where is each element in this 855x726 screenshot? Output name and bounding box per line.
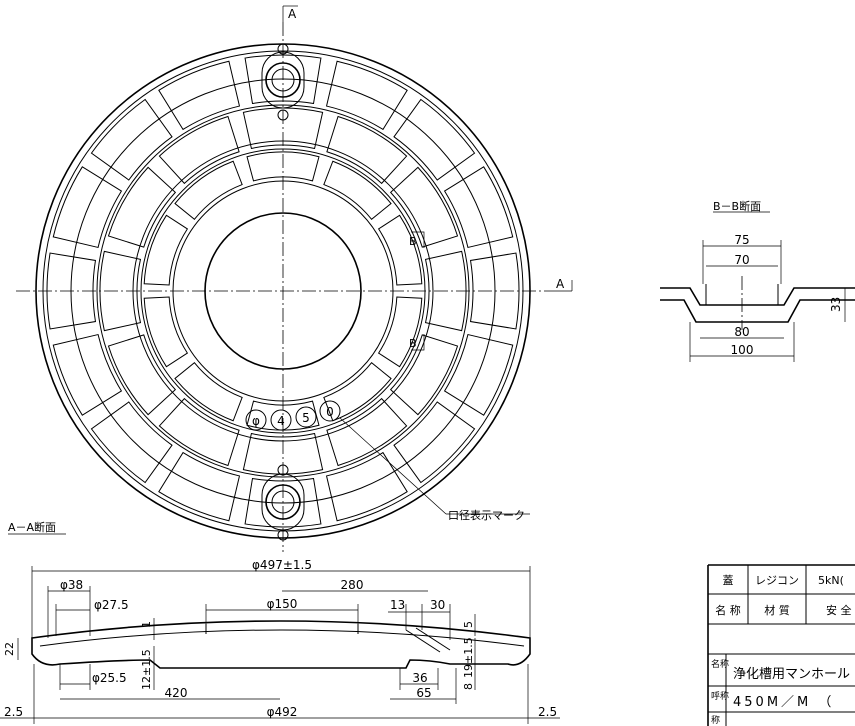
panel-segment	[52, 166, 123, 249]
section-aa-title: A－A断面	[8, 520, 56, 534]
svg-text:33: 33	[829, 297, 843, 312]
svg-text:2.5: 2.5	[538, 705, 557, 719]
panel-segment	[393, 98, 476, 181]
svg-text:蓋: 蓋	[723, 574, 734, 587]
panel-segment	[443, 333, 514, 416]
svg-text:12±1.5: 12±1.5	[140, 649, 153, 690]
svg-text:450M／M （: 450M／M （	[733, 695, 834, 710]
panel-segment	[158, 115, 240, 185]
lifting-hole-bottom	[261, 464, 305, 541]
svg-text:0: 0	[326, 405, 334, 419]
svg-text:100: 100	[731, 343, 754, 357]
svg-text:19±1.5: 19±1.5	[462, 637, 475, 678]
panel-segment	[244, 54, 322, 105]
panel-segment	[158, 60, 241, 131]
title-block: 蓋 レジコン 5kN( 名 称 材 質 安 全 名称 浄化槽用マンホール 呼称 …	[707, 564, 855, 726]
panel-segment	[174, 362, 243, 422]
panel-segment	[443, 166, 514, 249]
section-mark-top: A	[288, 7, 297, 21]
svg-text:φ27.5: φ27.5	[94, 598, 129, 612]
svg-text:280: 280	[341, 578, 364, 592]
svg-text:φ25.5: φ25.5	[92, 671, 127, 685]
svg-text:420: 420	[165, 686, 188, 700]
panel-segment	[377, 296, 423, 368]
svg-text:φ497±1.5: φ497±1.5	[252, 558, 312, 572]
panel-segment	[325, 451, 408, 522]
section-bb-title: B－B断面	[713, 199, 761, 213]
panel-segment	[246, 400, 320, 431]
panel-segment	[424, 250, 467, 332]
svg-text:65: 65	[416, 686, 431, 700]
panel-segment	[158, 451, 241, 522]
svg-text:5kN(: 5kN(	[818, 574, 844, 587]
panel-segment	[107, 334, 177, 416]
panel-segment	[323, 362, 392, 422]
panel-segment	[389, 334, 459, 416]
svg-text:称: 称	[711, 714, 720, 726]
panel-segment	[99, 250, 142, 332]
diameter-mark-label: 口径表示マーク	[448, 508, 525, 522]
section-bb: B－B断面 75 70 33 80 100	[660, 199, 855, 362]
panel-segment	[143, 296, 189, 368]
section-aa: A－A断面 φ497±1.5 280 φ38 φ27.5 φ150	[0, 520, 560, 724]
panel-segment	[246, 151, 320, 182]
panel-segment	[242, 107, 324, 150]
svg-text:30: 30	[430, 598, 445, 612]
svg-text:13: 13	[390, 598, 405, 612]
svg-text:名称: 名称	[711, 658, 729, 670]
svg-text:5: 5	[462, 621, 475, 628]
section-b-upper: B	[409, 235, 417, 248]
plan-view: A A B B φ	[16, 5, 573, 552]
svg-text:2.5: 2.5	[4, 705, 23, 719]
section-b-lower: B	[409, 337, 417, 350]
lifting-hole-top	[261, 43, 305, 121]
svg-text:レジコン: レジコン	[755, 574, 799, 587]
svg-text:70: 70	[734, 253, 749, 267]
svg-text:φ38: φ38	[60, 578, 83, 592]
svg-text:22: 22	[3, 642, 16, 656]
svg-text:名 称: 名 称	[715, 603, 741, 617]
svg-text:呼称: 呼称	[711, 690, 729, 702]
panel-segment	[143, 214, 189, 286]
panel-segment	[389, 166, 459, 248]
svg-text:材 質: 材 質	[764, 603, 790, 617]
svg-text:36: 36	[412, 671, 427, 685]
panel-segment	[326, 115, 408, 185]
svg-text:1: 1	[140, 621, 153, 628]
svg-text:4: 4	[277, 414, 285, 428]
panel-segment	[325, 60, 408, 131]
panel-segment	[174, 160, 243, 220]
panel-segment	[90, 98, 173, 181]
panel-segment	[244, 477, 322, 528]
svg-text:浄化槽用マンホール: 浄化槽用マンホール	[733, 667, 850, 682]
panel-segment	[242, 432, 324, 475]
svg-text:8: 8	[462, 683, 475, 690]
svg-text:φ: φ	[252, 414, 260, 428]
panel-segment	[107, 166, 177, 248]
svg-text:5: 5	[302, 411, 310, 425]
panel-segment	[46, 252, 97, 330]
panel-segment	[326, 397, 408, 467]
panel-segments	[46, 54, 520, 528]
panel-segment	[90, 401, 173, 484]
panel-segment	[393, 401, 476, 484]
svg-text:80: 80	[734, 325, 749, 339]
panel-segment	[158, 397, 240, 467]
panel-segment	[377, 214, 423, 286]
panel-segment	[469, 252, 520, 330]
diameter-marking: φ 4 5 0	[245, 400, 341, 431]
panel-segment	[52, 333, 123, 416]
section-mark-right: A	[556, 277, 565, 291]
panel-segment	[323, 160, 392, 220]
svg-text:φ492: φ492	[267, 705, 298, 719]
svg-text:75: 75	[734, 233, 749, 247]
svg-text:φ150: φ150	[267, 597, 298, 611]
svg-text:安 全: 安 全	[826, 603, 852, 617]
